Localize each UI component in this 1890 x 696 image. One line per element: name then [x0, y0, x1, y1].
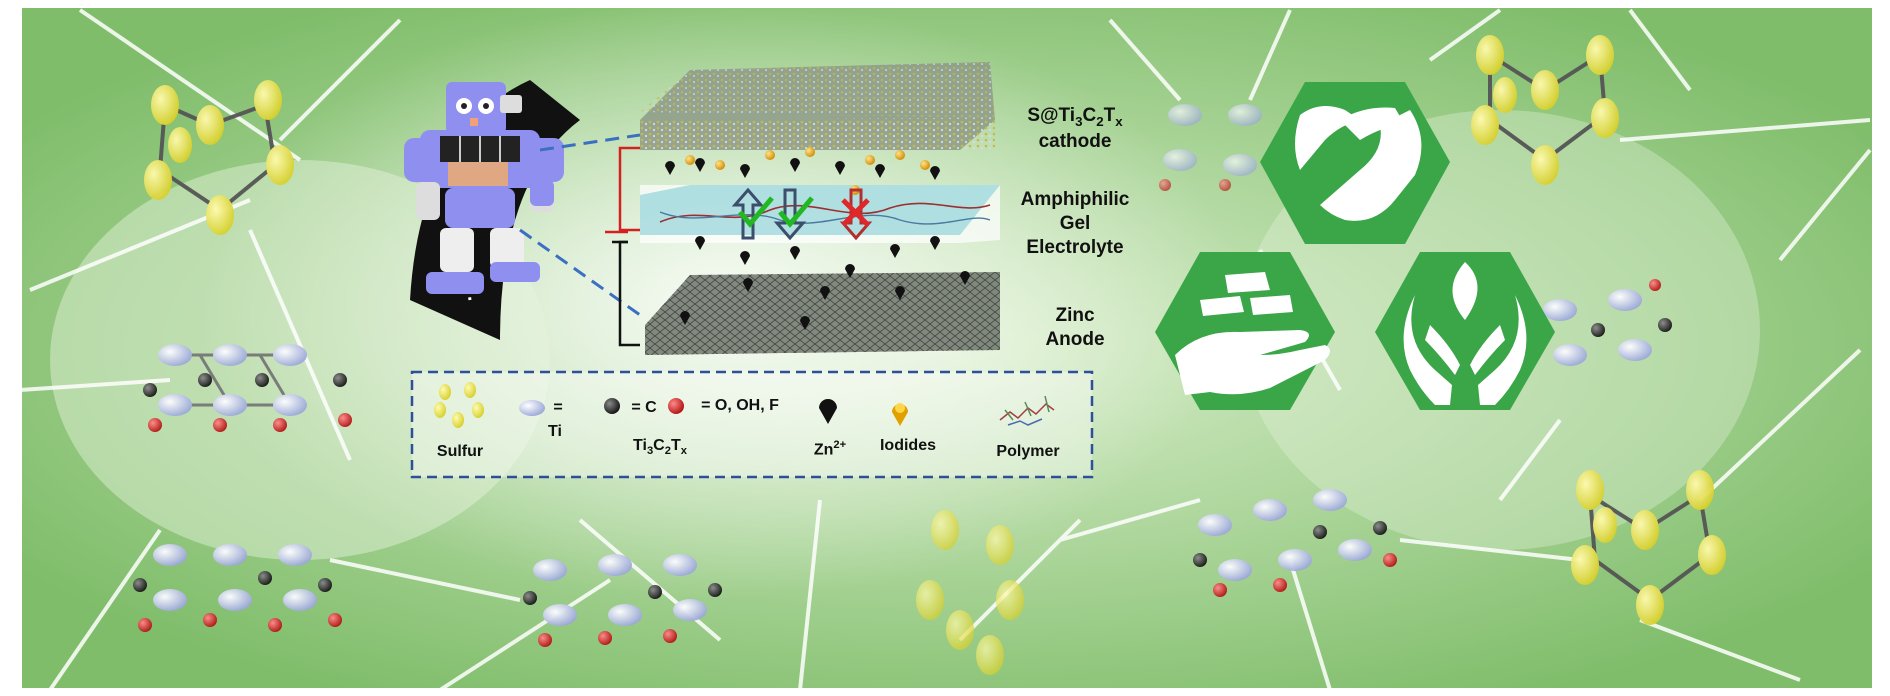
ion-flux-arrows [731, 187, 873, 241]
handshake-icon [1295, 106, 1422, 221]
leaf-hexagon [1375, 252, 1555, 410]
legend-ti-equals: = [553, 399, 563, 416]
iodide-icon [892, 403, 908, 426]
handshake-hexagon [1260, 82, 1450, 244]
blocked-cross-icon [841, 198, 870, 227]
sulfur-legend-icon [434, 382, 484, 428]
zn-ion-icon [819, 399, 837, 424]
background-network [19, 8, 1872, 692]
legend-ti-label: Ti [548, 423, 562, 440]
o-atom-icon [668, 398, 684, 414]
legend-box [410, 370, 1094, 479]
background-molecules [133, 35, 1726, 675]
legend-sulfur-label: Sulfur [436, 443, 484, 460]
allowed-check-icon [738, 196, 774, 228]
c-atom-icon [604, 398, 620, 414]
cathode-layer [640, 62, 995, 150]
cathode-label: S@Ti3C2Tx cathode [1027, 105, 1123, 153]
legend-iodides-label: Iodides [879, 437, 936, 454]
legend-o-label: = O, OH, F [701, 397, 779, 414]
anode-layer [645, 272, 1000, 355]
legend-polymer-label: Polymer [996, 443, 1060, 460]
robot-icon [404, 80, 580, 340]
ti-atom-icon [519, 400, 545, 416]
electrolyte-layer [640, 185, 1000, 243]
legend-zn-label: Zn2+ [813, 439, 847, 459]
legend-c-label: = C [631, 399, 657, 416]
legend-mxene-label: Ti3C2Tx [633, 437, 687, 458]
hands-with-leaf-icon [1403, 262, 1527, 405]
allowed-check-icon [778, 196, 814, 228]
anode-label: Zinc Anode [1045, 305, 1105, 350]
layer-brackets [605, 146, 640, 347]
zn-ions [665, 158, 970, 330]
hand-with-coins-icon [1175, 272, 1330, 395]
polymer-icon [999, 395, 1055, 426]
electrolyte-label: Amphiphilic Gel Electrolyte [1020, 189, 1130, 258]
coins-hexagon [1155, 252, 1335, 410]
